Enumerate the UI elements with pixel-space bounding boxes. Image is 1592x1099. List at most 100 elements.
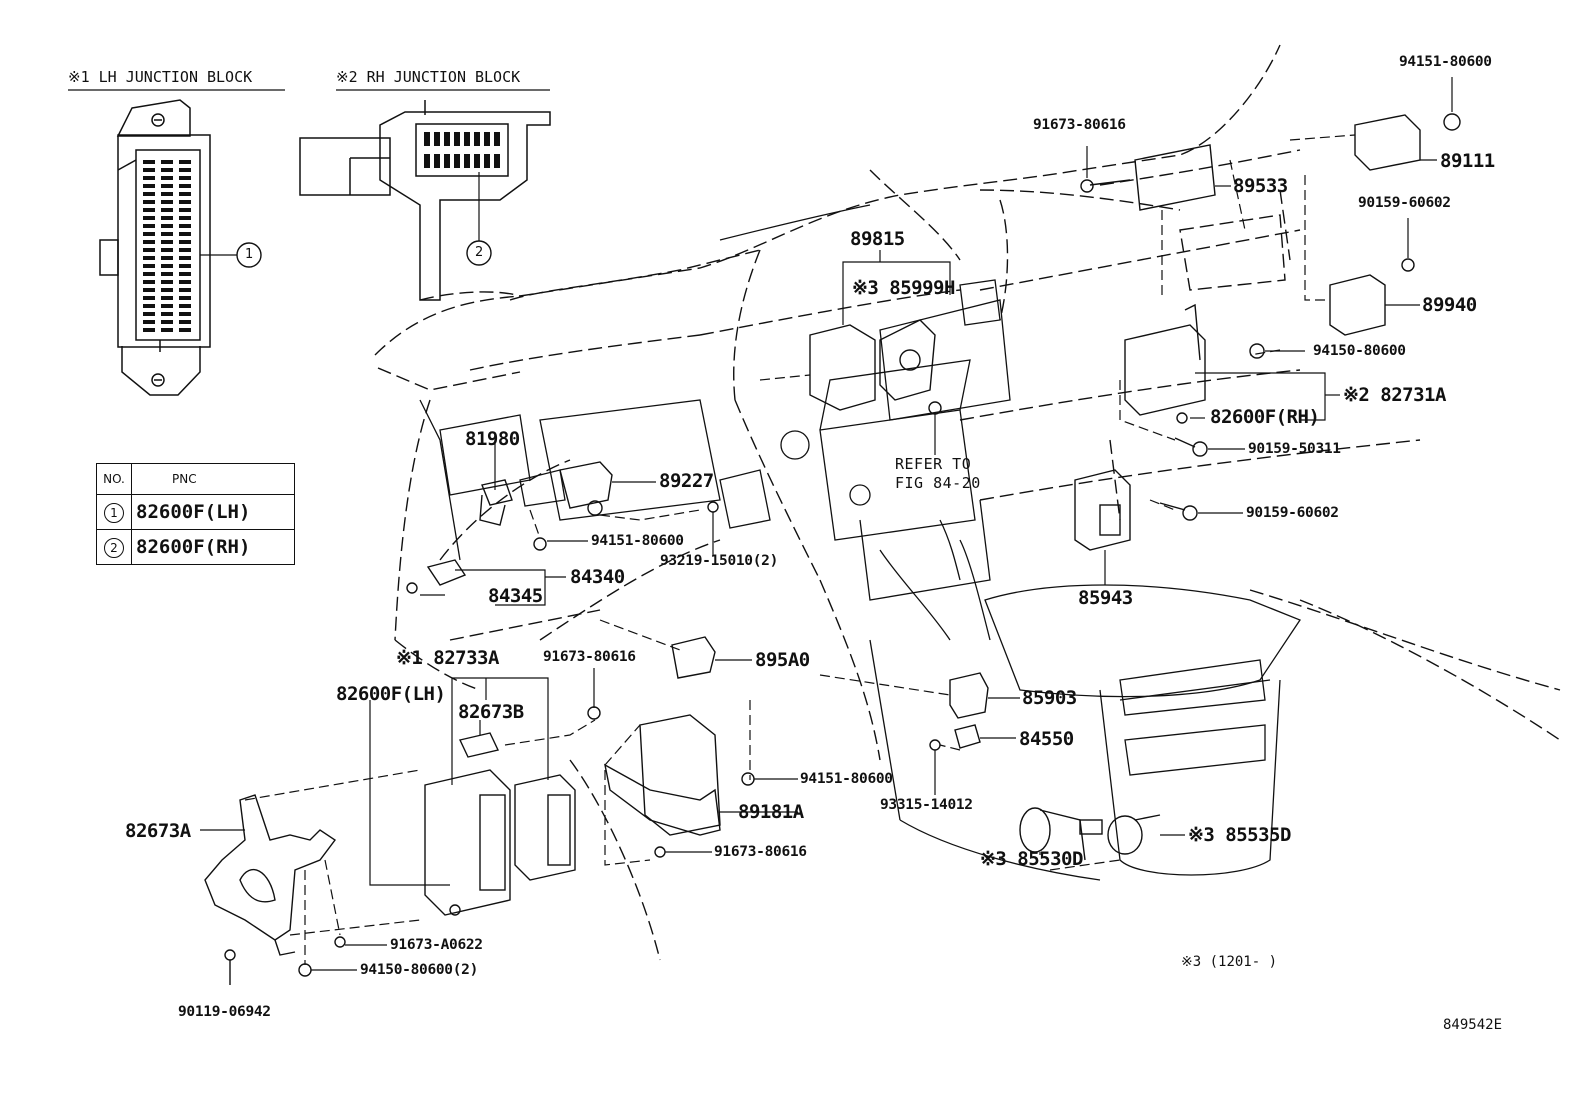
callout-1: 1 bbox=[245, 247, 254, 262]
connector-pin bbox=[143, 312, 155, 316]
part-label[interactable]: 91673-80616 bbox=[543, 649, 636, 665]
part-label[interactable]: 89533 bbox=[1233, 175, 1288, 197]
connector-pin bbox=[179, 168, 191, 172]
connector-pin bbox=[474, 154, 480, 168]
connector-pin bbox=[143, 208, 155, 212]
connector-pin bbox=[434, 154, 440, 168]
connector-pin bbox=[424, 154, 430, 168]
part-label[interactable]: 82673A bbox=[125, 820, 191, 842]
part-label[interactable]: 82600F(LH) bbox=[336, 683, 446, 705]
connector-pin bbox=[454, 154, 460, 168]
part-label[interactable]: 85903 bbox=[1022, 687, 1077, 709]
part-label[interactable]: 90159-50311 bbox=[1248, 441, 1341, 457]
footnote: ※3 (1201- ) bbox=[1181, 954, 1278, 970]
lh-junction-heading: ※1 LH JUNCTION BLOCK bbox=[68, 68, 253, 86]
connector-pin bbox=[161, 224, 173, 228]
connector-pin bbox=[143, 224, 155, 228]
connector-pin bbox=[424, 132, 430, 146]
connector-pin bbox=[484, 132, 490, 146]
connector-pin bbox=[179, 192, 191, 196]
part-label[interactable]: 84550 bbox=[1019, 728, 1074, 750]
part-label[interactable]: 89940 bbox=[1422, 294, 1477, 316]
connector-pin bbox=[179, 328, 191, 332]
part-label[interactable]: 82600F(RH) bbox=[1210, 406, 1320, 428]
callout-2: 2 bbox=[475, 245, 484, 260]
legend-row: 1 82600F(LH) bbox=[96, 494, 295, 530]
part-label[interactable]: 895A0 bbox=[755, 649, 810, 671]
connector-pin bbox=[464, 154, 470, 168]
connector-pin bbox=[179, 184, 191, 188]
part-label[interactable]: 89815 bbox=[850, 228, 905, 250]
connector-pin bbox=[464, 132, 470, 146]
connector-pin bbox=[179, 280, 191, 284]
connector-pin bbox=[143, 192, 155, 196]
part-label[interactable]: ※3 85535D bbox=[1188, 824, 1291, 846]
connector-pin bbox=[143, 184, 155, 188]
connector-pin bbox=[143, 256, 155, 260]
assembly-lines bbox=[244, 134, 1356, 965]
pnc-legend-table: NO. PNC 1 82600F(LH) 2 82600F(RH) bbox=[96, 463, 295, 565]
part-label[interactable]: 93219-15010(2) bbox=[660, 553, 779, 569]
connector-pin bbox=[161, 184, 173, 188]
part-label[interactable]: 94151-80600 bbox=[591, 533, 684, 549]
connector-pin bbox=[444, 154, 450, 168]
connector-pin bbox=[474, 132, 480, 146]
connector-pin bbox=[161, 232, 173, 236]
part-label[interactable]: 81980 bbox=[465, 428, 520, 450]
connector-pin bbox=[161, 256, 173, 260]
connector-pin bbox=[179, 296, 191, 300]
connector-pin bbox=[179, 288, 191, 292]
legend-row-pnc: 82600F(LH) bbox=[131, 494, 295, 530]
connector-pin bbox=[161, 320, 173, 324]
connector-pin bbox=[179, 264, 191, 268]
connector-pin bbox=[161, 288, 173, 292]
part-label[interactable]: ※2 82731A bbox=[1343, 384, 1446, 406]
dash-interior bbox=[419, 204, 1301, 881]
part-label[interactable]: 94151-80600 bbox=[1399, 54, 1492, 70]
connector-pin bbox=[179, 312, 191, 316]
part-label[interactable]: 90159-60602 bbox=[1246, 505, 1339, 521]
connector-pin bbox=[179, 272, 191, 276]
connector-pin bbox=[454, 132, 460, 146]
connector-pin bbox=[143, 328, 155, 332]
connector-pin bbox=[143, 176, 155, 180]
part-label[interactable]: 82673B bbox=[458, 701, 524, 723]
legend-header-pnc: PNC bbox=[131, 463, 295, 495]
part-label[interactable]: 93315-14012 bbox=[880, 797, 973, 813]
connector-pin bbox=[161, 240, 173, 244]
part-label[interactable]: 89111 bbox=[1440, 150, 1495, 172]
part-label[interactable]: 90159-60602 bbox=[1358, 195, 1451, 211]
rh-junction-heading: ※2 RH JUNCTION BLOCK bbox=[336, 68, 521, 86]
part-label[interactable]: 94150-80600 bbox=[1313, 343, 1406, 359]
part-label[interactable]: 84340 bbox=[570, 566, 625, 588]
connector-pin bbox=[161, 328, 173, 332]
part-label[interactable]: 89181A bbox=[738, 801, 804, 823]
connector-pin bbox=[179, 240, 191, 244]
part-label[interactable]: ※3 85530D bbox=[980, 848, 1083, 870]
part-label[interactable]: 91673-80616 bbox=[714, 844, 807, 860]
connector-pin bbox=[161, 264, 173, 268]
part-label[interactable]: 94151-80600 bbox=[800, 771, 893, 787]
connector-pin bbox=[143, 168, 155, 172]
part-label[interactable]: 90119-06942 bbox=[178, 1004, 271, 1020]
connector-pin bbox=[179, 256, 191, 260]
part-label[interactable]: 89227 bbox=[659, 470, 714, 492]
components bbox=[204, 113, 1461, 985]
connector-pin bbox=[161, 192, 173, 196]
connector-pin bbox=[434, 132, 440, 146]
connector-pin bbox=[179, 208, 191, 212]
connector-pin bbox=[161, 208, 173, 212]
part-label[interactable]: 91673-A0622 bbox=[390, 937, 483, 953]
connector-pin bbox=[143, 200, 155, 204]
part-label[interactable]: 91673-80616 bbox=[1033, 117, 1126, 133]
refer-note-line1: REFER TO bbox=[895, 455, 972, 473]
leader-lines bbox=[200, 77, 1453, 971]
part-label[interactable]: ※1 82733A bbox=[396, 647, 499, 669]
part-label[interactable]: 84345 bbox=[488, 585, 543, 607]
connector-pin bbox=[179, 160, 191, 164]
connector-pin bbox=[161, 168, 173, 172]
connector-pin bbox=[143, 272, 155, 276]
part-label[interactable]: ※3 85999H bbox=[852, 277, 955, 299]
part-label[interactable]: 94150-80600(2) bbox=[360, 962, 479, 978]
part-label[interactable]: 85943 bbox=[1078, 587, 1133, 609]
